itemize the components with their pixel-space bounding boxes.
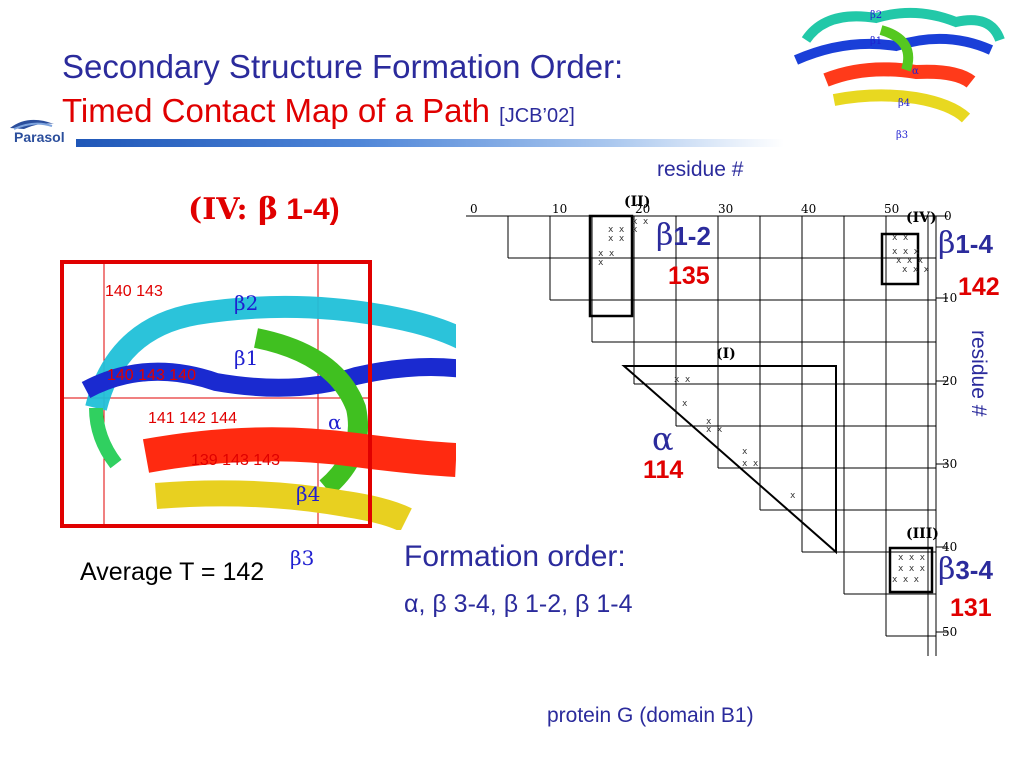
label-beta3: β3 xyxy=(290,546,315,570)
formation-order: α, β 3-4, β 1-2, β 1-4 xyxy=(404,590,633,618)
svg-text:x x: x x xyxy=(742,459,759,469)
average-time: Average T = 142 xyxy=(80,558,265,586)
region-III-box xyxy=(888,546,934,594)
y-tick-40: 40 xyxy=(942,540,957,554)
x-tick-20: 20 xyxy=(635,202,650,216)
annot-b34-greek: β xyxy=(938,552,956,587)
annot-b34: β3-4 xyxy=(938,552,993,587)
axis-label-top: residue # xyxy=(657,158,744,181)
time-label-2: 140 143 140 xyxy=(107,367,196,384)
svg-text:x x x: x x x xyxy=(892,247,920,257)
formation-heading: Formation order: xyxy=(404,540,626,573)
svg-text:x x: x x xyxy=(608,234,625,244)
thumb-label-b1: β1 xyxy=(870,36,882,47)
svg-text:x x: x x xyxy=(674,375,691,385)
region-I-triangle xyxy=(621,365,837,555)
annot-b12-name: 1-2 xyxy=(673,221,711,251)
time-label-4: 139 143 143 xyxy=(191,452,280,469)
y-tick-10: 10 xyxy=(942,291,957,305)
svg-text:x x: x x xyxy=(608,225,625,235)
thumb-label-alpha: α xyxy=(912,66,919,77)
thumb-label-b4: β4 xyxy=(898,98,910,109)
region-label-I: (I) xyxy=(716,346,736,362)
parasol-logo-icon xyxy=(10,119,54,130)
label-alpha: α xyxy=(328,410,342,434)
caption: protein G (domain B1) xyxy=(547,704,754,727)
axis-label-side: residue # xyxy=(967,330,990,417)
svg-text:x x: x x xyxy=(892,233,909,243)
svg-text:x: x xyxy=(598,258,604,268)
annot-b14-time: 142 xyxy=(958,273,1000,301)
citation: [JCB’02] xyxy=(499,105,575,127)
annot-b14: β1-4 xyxy=(938,226,993,261)
region-label-IV: (IV) xyxy=(906,210,937,226)
annot-b14-greek: β xyxy=(938,226,956,261)
contact-marks: x xx x xx x x xx x xx x x x x xx x x x x… xyxy=(598,217,930,585)
svg-text:x x: x x xyxy=(598,249,615,259)
title-line-2: Timed Contact Map of a Path [JCB’02] xyxy=(62,92,575,135)
svg-text:x: x xyxy=(682,399,688,409)
y-tick-20: 20 xyxy=(942,374,957,388)
x-tick-10: 10 xyxy=(552,202,567,216)
annot-alpha-time: 114 xyxy=(643,456,684,484)
protein-ribbon-diagram xyxy=(60,260,456,530)
title-rule xyxy=(76,139,784,147)
annot-b34-time: 131 xyxy=(950,594,992,622)
svg-text:x x x: x x x xyxy=(898,553,926,563)
annot-alpha: α xyxy=(652,420,674,458)
title-line-1: Secondary Structure Formation Order: xyxy=(62,48,624,85)
structure-heading: (IV: β 1-4) xyxy=(188,192,340,227)
region-label-II: (II) xyxy=(624,194,650,210)
svg-text:x: x xyxy=(632,225,638,235)
svg-text:x: x xyxy=(742,447,748,457)
thumb-label-b2: β2 xyxy=(870,10,882,21)
region-label-III: (III) xyxy=(906,526,939,542)
map-grid xyxy=(466,215,948,656)
svg-text:x x: x x xyxy=(632,217,649,227)
annot-b34-name: 3-4 xyxy=(955,555,993,585)
x-tick-0: 0 xyxy=(470,202,478,216)
thumb-label-b3: β3 xyxy=(896,130,908,141)
time-label-3: 141 142 144 xyxy=(148,410,237,427)
protein-ribbon-thumbnail: β2 β1 α β4 β3 xyxy=(793,7,1005,141)
svg-text:x x x: x x x xyxy=(898,564,926,574)
time-label-1: 140 143 xyxy=(105,283,163,300)
y-tick-50: 50 xyxy=(942,625,957,639)
heading-rest: 1-4) xyxy=(277,193,340,226)
svg-text:x: x xyxy=(790,491,796,501)
heading-roman: (IV: xyxy=(188,192,259,227)
contact-map: 0 10 20 30 40 50 0 10 20 30 40 50 (II) (… xyxy=(466,194,957,656)
heading-greek: β xyxy=(258,192,278,227)
x-tick-30: 30 xyxy=(718,202,733,216)
logo-text: Parasol xyxy=(14,129,65,145)
label-beta4: β4 xyxy=(296,482,321,506)
svg-text:x: x xyxy=(706,417,712,427)
svg-text:x x x: x x x xyxy=(896,256,924,266)
svg-text:x x: x x xyxy=(706,425,723,435)
title-line-2-text: Timed Contact Map of a Path xyxy=(62,92,490,129)
region-II-box xyxy=(588,214,634,318)
label-beta1: β1 xyxy=(234,346,259,370)
annot-b14-name: 1-4 xyxy=(955,229,993,259)
annot-b12: β1-2 xyxy=(656,218,711,253)
svg-text:x x x: x x x xyxy=(892,575,920,585)
x-tick-40: 40 xyxy=(801,202,816,216)
annot-b12-greek: β xyxy=(656,218,674,253)
region-IV-box xyxy=(880,232,920,286)
svg-text:x x x: x x x xyxy=(902,265,930,275)
y-tick-30: 30 xyxy=(942,457,957,471)
annot-b12-time: 135 xyxy=(668,262,710,290)
label-beta2: β2 xyxy=(234,291,259,315)
x-tick-50: 50 xyxy=(884,202,899,216)
